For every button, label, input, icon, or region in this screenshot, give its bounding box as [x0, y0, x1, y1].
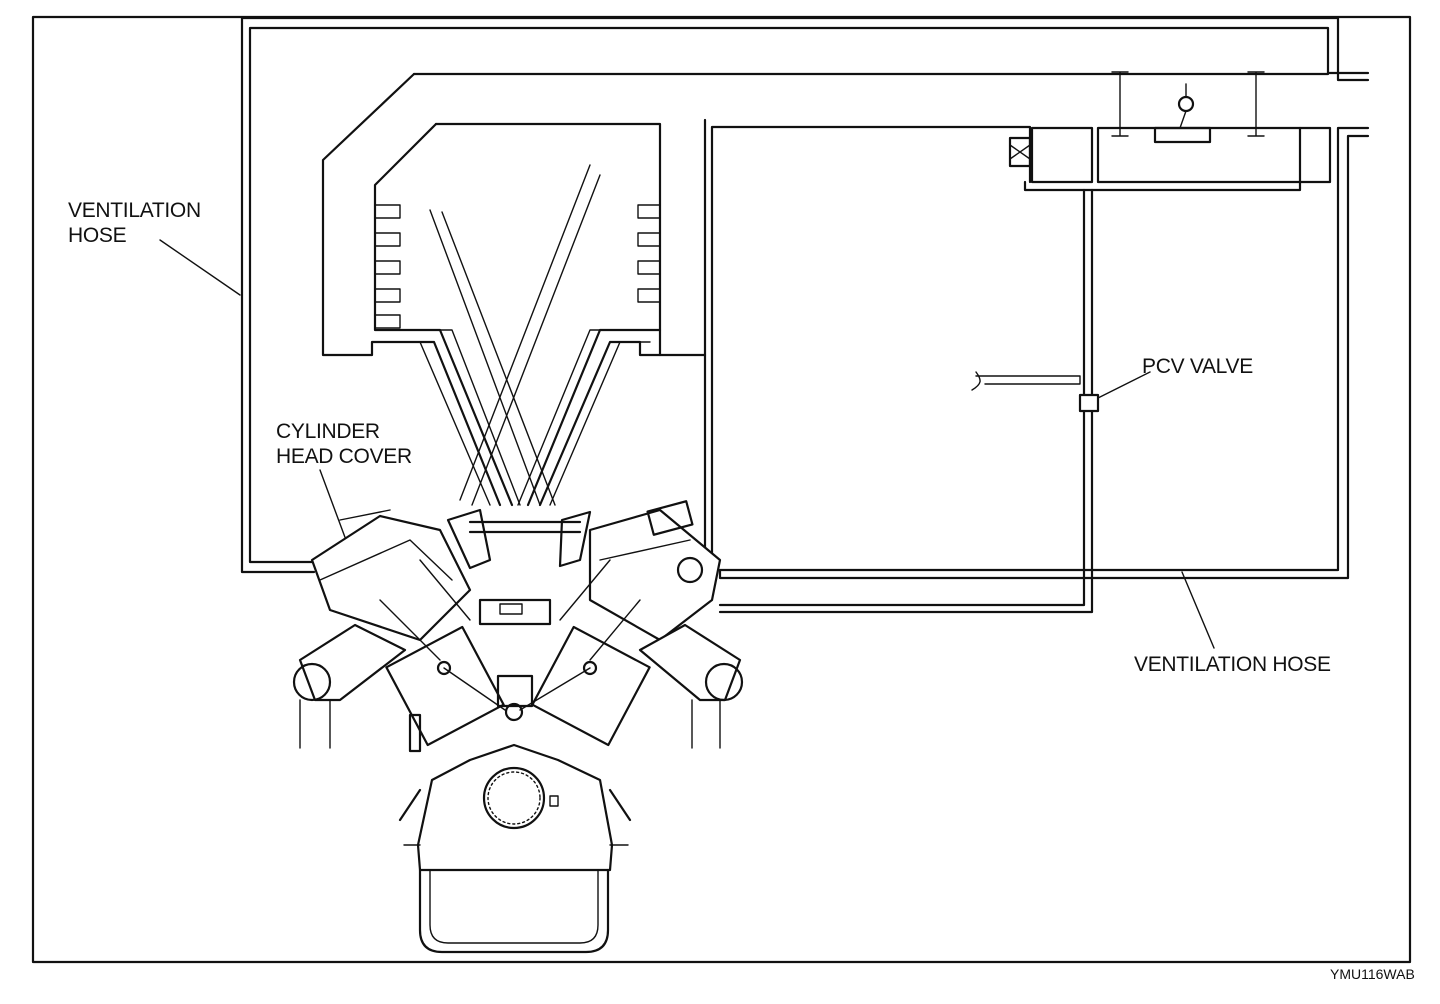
- intake-runners: [384, 164, 651, 506]
- label-pcv-valve: PCV VALVE: [1142, 355, 1253, 378]
- oil-pan: [418, 868, 610, 954]
- intake-fins-left: [374, 204, 401, 329]
- label-cylinder-head-cover-line1: CYLINDER: [276, 420, 380, 443]
- leader-cylinder-head: [319, 469, 347, 541]
- throttle-body: [1008, 71, 1332, 192]
- label-ventilation-hose-bottom: VENTILATION HOSE: [1134, 653, 1331, 676]
- label-ventilation-hose-left-line1: VENTILATION: [68, 199, 201, 222]
- label-cylinder-head-cover: CYLINDER HEAD COVER: [276, 419, 412, 469]
- label-cylinder-head-cover-line2: HEAD COVER: [276, 445, 412, 468]
- intake-fins-right: [637, 204, 661, 303]
- leader-ventilation-bottom: [1181, 571, 1215, 649]
- diagram-frame: [31, 15, 1412, 964]
- ventilation-hose-left: [240, 16, 1370, 574]
- figure-code: YMU116WAB: [1330, 966, 1415, 982]
- label-ventilation-hose-left-line2: HOSE: [68, 224, 127, 247]
- pcv-hose: [718, 188, 1094, 614]
- engine-block: [292, 500, 744, 954]
- leader-ventilation-left: [159, 239, 241, 296]
- pcv-valve: [1078, 393, 1100, 413]
- crank-gear: [482, 766, 546, 830]
- intake-duct: [718, 126, 1370, 580]
- label-ventilation-hose-left: VENTILATION HOSE: [68, 198, 201, 248]
